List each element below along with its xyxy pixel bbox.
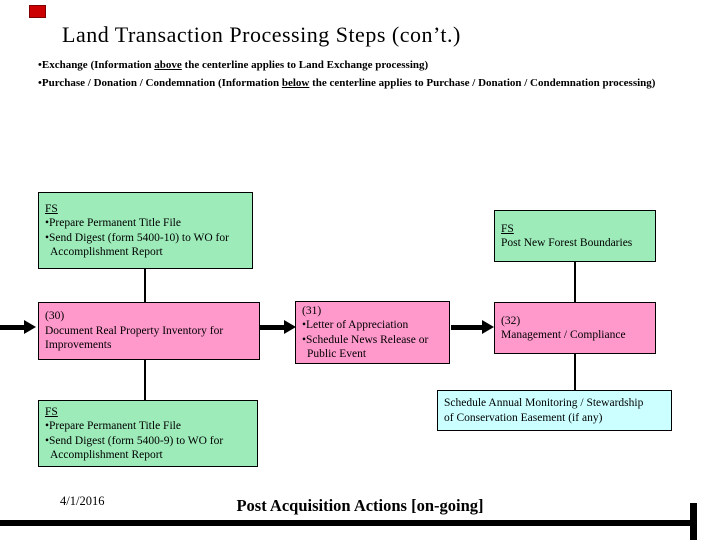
box-30-line: Improvements	[45, 339, 112, 352]
flow-arrow-30-to-31-icon	[259, 320, 296, 334]
bullet-list: •Exchange (Information above the centerl…	[38, 56, 718, 92]
box-fs-top-line: •Prepare Permanent Title File	[45, 217, 181, 229]
box-fs-post-boundaries: FS Post New Forest Boundaries	[494, 210, 656, 262]
arrow-shaft	[0, 324, 24, 330]
box-31-letter-of-appreciation: (31) •Letter of Appreciation •Schedule N…	[295, 301, 450, 364]
arrow-head	[24, 320, 36, 334]
box-fs-top-line: •Send Digest (form 5400-10) to WO for	[45, 231, 229, 244]
bottom-divider-line	[0, 520, 692, 526]
footer-caption: Post Acquisition Actions [on-going]	[236, 496, 484, 515]
box-30-real-property-inventory: (30) Document Real Property Inventory fo…	[38, 302, 260, 360]
bullet-purchase-underlined: below	[281, 77, 310, 89]
connector-32-to-monitoring	[574, 354, 576, 390]
bullet-purchase: •Purchase / Donation / Condemnation (Inf…	[38, 74, 718, 92]
box-fs-permanent-title-top: FS •Prepare Permanent Title File •Send D…	[38, 192, 253, 269]
arrow-shaft	[451, 324, 482, 330]
box-fs-permanent-title-bottom: FS •Prepare Permanent Title File •Send D…	[38, 400, 258, 467]
footer-date: 4/1/2016	[60, 494, 105, 508]
box-31-line: (31)	[302, 304, 322, 317]
box-monitoring-line: Schedule Annual Monitoring / Stewardship	[444, 397, 644, 409]
bullet-purchase-pre: •Purchase / Donation / Condemnation (Inf…	[38, 77, 282, 89]
box-fs-top-heading: FS	[45, 202, 58, 215]
box-32-management-compliance: (32) Management / Compliance	[494, 302, 656, 354]
box-30-line: (30)	[45, 310, 65, 323]
box-fs-bottom-line: •Prepare Permanent Title File	[45, 420, 181, 432]
connector-fs-boundaries-to-32	[574, 262, 576, 302]
box-fs-bottom-line: •Send Digest (form 5400-9) to WO for	[45, 434, 224, 447]
flow-arrow-31-to-32-icon	[451, 320, 494, 334]
box-fs-boundaries-line: Post New Forest Boundaries	[501, 237, 633, 249]
arrow-head	[284, 320, 296, 334]
flow-arrow-into-30-icon	[0, 320, 36, 334]
bullet-exchange-underlined: above	[154, 59, 182, 71]
connector-30-to-fs-bottom	[144, 360, 146, 400]
box-31-line: •Schedule News Release or	[302, 333, 429, 346]
bullet-exchange-post: the centerline applies to Land Exchange …	[181, 59, 429, 71]
bullet-exchange-pre: •Exchange (Information	[38, 59, 155, 71]
arrow-shaft	[259, 324, 284, 330]
box-schedule-monitoring: Schedule Annual Monitoring / Stewardship…	[437, 390, 672, 431]
bullet-purchase-post: the centerline applies to Purchase / Don…	[309, 77, 656, 89]
box-32-line: Management / Compliance	[501, 329, 626, 341]
connector-fs-top-to-30	[144, 269, 146, 302]
box-fs-bottom-line: Accomplishment Report	[50, 449, 163, 461]
box-31-line: Public Event	[307, 348, 367, 360]
box-32-line: (32)	[501, 314, 521, 327]
slide-title: Land Transaction Processing Steps (con’t…	[62, 22, 461, 47]
box-fs-boundaries-heading: FS	[501, 222, 514, 235]
box-fs-bottom-heading: FS	[45, 405, 58, 418]
red-square-marker	[29, 5, 46, 18]
box-31-line: •Letter of Appreciation	[302, 319, 409, 331]
box-fs-top-line: Accomplishment Report	[50, 246, 163, 258]
bottom-right-bar	[690, 503, 697, 540]
arrow-head	[482, 320, 494, 334]
box-monitoring-line: of Conservation Easement (if any)	[444, 411, 603, 424]
bullet-exchange: •Exchange (Information above the centerl…	[38, 56, 718, 74]
box-30-line: Document Real Property Inventory for	[45, 324, 224, 337]
